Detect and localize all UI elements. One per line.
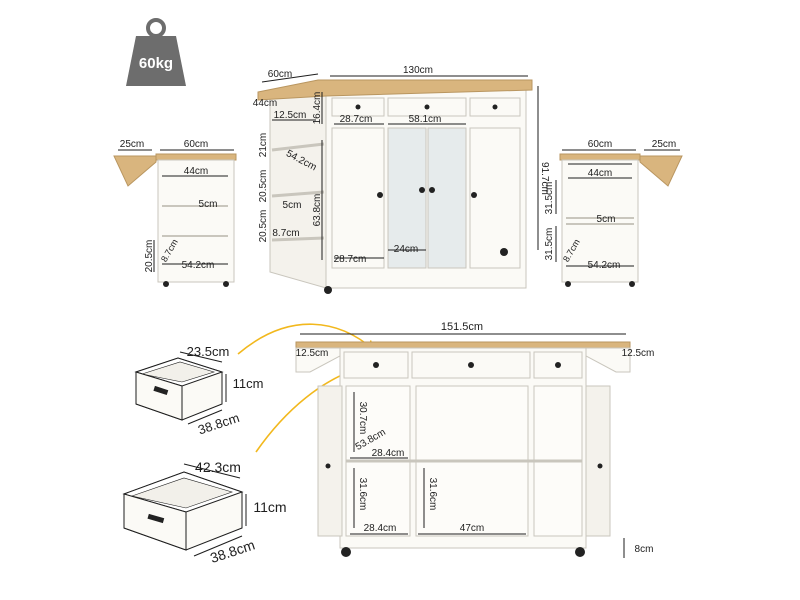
front-drawer-height-label: 16.4cm bbox=[312, 92, 323, 125]
small-drawer-callout-arrow bbox=[237, 323, 376, 355]
right-upper-gap-label: 31.5cm bbox=[544, 182, 555, 215]
right-lower-gap-label: 31.5cm bbox=[544, 228, 555, 261]
left-bottom-width-label: 28.4cm bbox=[364, 523, 397, 534]
left-depth-label: 60cm bbox=[184, 139, 208, 150]
right-inner-width-label: 44cm bbox=[588, 168, 612, 179]
caster-height-label: 8cm bbox=[635, 544, 654, 555]
front-depth-label: 60cm bbox=[268, 69, 292, 80]
front-view-cabinet bbox=[257, 73, 539, 294]
left-lip-label: 5cm bbox=[199, 199, 218, 210]
right-leaf-label: 12.5cm bbox=[622, 348, 655, 359]
left-side-view bbox=[113, 149, 237, 287]
side-lip-label: 8.7cm bbox=[272, 228, 299, 239]
total-width-label: 151.5cm bbox=[441, 321, 483, 333]
large-drawer-height-label: 11cm bbox=[253, 499, 286, 515]
large-drawer-width-label: 42.3cm bbox=[195, 459, 241, 475]
left-cabinet-width-label: 28.7cm bbox=[340, 114, 373, 125]
right-depth-label: 60cm bbox=[588, 139, 612, 150]
center-width-label: 47cm bbox=[460, 523, 484, 534]
front-width-label: 130cm bbox=[403, 65, 433, 76]
small-drawer-illustration bbox=[134, 351, 227, 425]
left-shelf-width-label: 28.4cm bbox=[372, 448, 405, 459]
left-bottom-depth-label: 54.2cm bbox=[182, 260, 215, 271]
shelf-gap-2-label: 20.5cm bbox=[258, 170, 269, 203]
shelf-gap-3-label: 20.5cm bbox=[258, 210, 269, 243]
small-drawer-height-label: 11cm bbox=[233, 376, 264, 391]
side-shelf-inset-label: 12.5cm bbox=[274, 110, 307, 121]
right-lip-label: 5cm bbox=[597, 214, 616, 225]
open-front-view-cabinet bbox=[295, 333, 631, 558]
small-drawer-depth-label: 38.8cm bbox=[196, 410, 241, 437]
right-bottom-depth-label: 54.2cm bbox=[588, 260, 621, 271]
upper-height-label: 30.7cm bbox=[357, 402, 368, 435]
left-leaf-label: 12.5cm bbox=[296, 348, 329, 359]
front-height-label: 91.7cm bbox=[539, 162, 550, 195]
left-inner-width-label: 44cm bbox=[184, 166, 208, 177]
left-leaf-width-label: 25cm bbox=[120, 139, 144, 150]
bottom-left-width-label: 28.7cm bbox=[334, 254, 367, 265]
center-height-label: 31.6cm bbox=[427, 478, 438, 511]
shelf-lip-label: 5cm bbox=[283, 200, 302, 211]
bottom-center-width-label: 24cm bbox=[394, 244, 418, 255]
side-shelf-width-label: 44cm bbox=[253, 98, 277, 109]
small-drawer-width-label: 23.5cm bbox=[187, 344, 230, 359]
large-drawer-depth-label: 38.8cm bbox=[208, 537, 257, 566]
lower-height-label: 31.6cm bbox=[357, 478, 368, 511]
right-side-view bbox=[555, 149, 683, 287]
shelf-gap-1-label: 21cm bbox=[258, 133, 269, 157]
left-bottom-gap-label: 20.5cm bbox=[144, 240, 155, 273]
weight-icon: 60kg bbox=[126, 18, 186, 86]
cabinet-height-label: 63.8cm bbox=[312, 194, 323, 227]
right-leaf-width-label: 25cm bbox=[652, 139, 676, 150]
center-cabinet-width-label: 58.1cm bbox=[409, 114, 442, 125]
weight-label: 60kg bbox=[139, 55, 173, 72]
large-drawer-illustration bbox=[122, 463, 247, 557]
